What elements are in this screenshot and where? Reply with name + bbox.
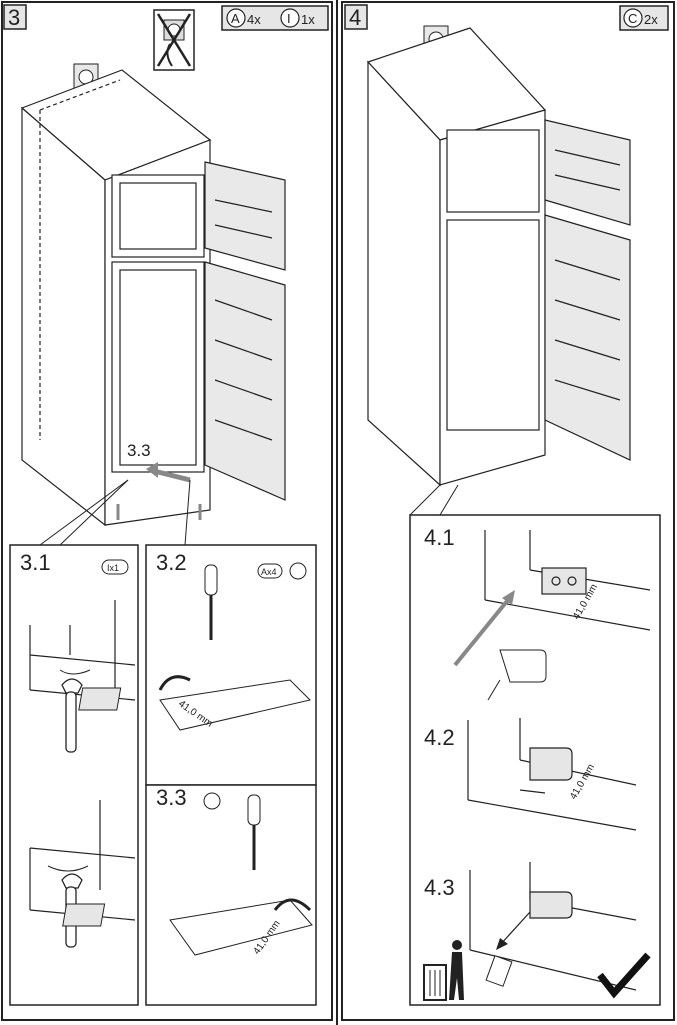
screwdriver-icon [204,564,218,640]
part-a-badge [226,8,246,28]
tool-tag-32-badge [257,563,283,579]
wrench-icon [61,678,83,753]
rotate-arrow-31a [59,669,91,675]
part-i-badge [280,8,300,28]
torx-screw-icon [289,562,307,580]
cabinet-with-fridge-3 [20,69,286,527]
panel-4: 4 C 2x [341,1,675,1021]
checkmark-icon [597,952,651,999]
parts-legend-3: A 4x I 1x [221,5,329,31]
trash-bin-person-icon [423,940,464,1001]
callout-line-41 [409,484,441,516]
tool-tag-31: Ix1 [107,563,119,573]
install-arrow-41-head [502,590,515,605]
part-c-qty: 2x [644,12,658,27]
part-i-letter: I [287,11,291,26]
part-c-badge [623,8,643,28]
step-4-1-label: 4.1 [424,525,455,550]
screwdriver-icon [247,794,261,870]
torx-screw-icon [203,792,221,810]
parts-legend-4: C 2x [619,5,669,31]
step-4-3-scene [469,862,637,991]
no-power-plug-icon [153,9,195,71]
part-a-qty: 4x [247,12,261,27]
tool-tag-32: Ax4 [261,567,277,577]
steps-4-box: 4.1 41,0 mm 4.2 [409,514,661,1006]
callout-line-31b [59,479,129,546]
remove-arrow-43-head [496,938,508,950]
install-arrow-41 [453,593,514,667]
part-c-letter: C [628,11,637,26]
step-3-2: 3.2 Ax4 41,0 mm [78,544,317,786]
panel-3: 3 A 4x I 1x [1,1,333,1021]
tool-tag-31-badge [101,559,129,575]
cabinet-with-fridge-4 [366,27,631,487]
remove-arrow-43 [499,911,531,946]
step-3-1: 3.1 Ix1 [9,544,139,1006]
step-3-2-label: 3.2 [156,550,187,575]
step-4-1-scene [484,530,651,631]
rotate-arrow-31b [47,865,89,872]
rotate-arrow-32 [158,675,191,691]
step-4-2-label: 4.2 [424,725,455,750]
step-3-1-label: 3.1 [20,550,51,575]
callout-line-41b [439,484,459,516]
panel-3-number: 3 [8,5,20,30]
part-i-qty: 1x [301,12,315,27]
rotate-arrow-33 [273,898,312,912]
callout-line-31 [39,479,129,546]
step-4-2-scene [467,718,637,831]
part-a-letter: A [231,11,240,26]
install-arrow-head [146,462,158,478]
hinge-plate-33 [62,903,106,927]
callout-line-32 [184,479,191,546]
removed-part-43 [485,955,513,987]
panel-4-number: 4 [349,5,361,30]
step-4-3-label: 4.3 [424,875,455,900]
step-3-3-label: 3.3 [156,785,187,810]
hinge-plate-32 [78,687,122,711]
step-3-3: 3.3 41,0 mm [62,784,317,1006]
panel-4-number-box [344,4,368,30]
hinge-step-label: 3.3 [127,441,151,460]
panel-3-number-box [3,4,27,30]
hinge-cover-part [487,649,547,701]
